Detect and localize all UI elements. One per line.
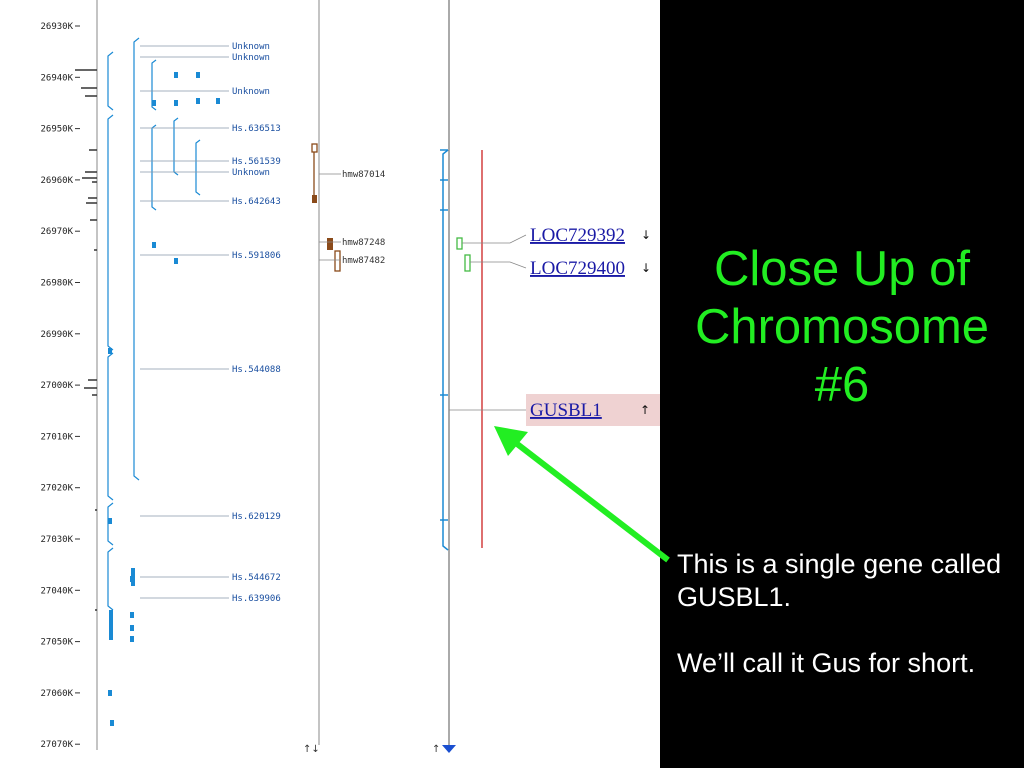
cluster-block bbox=[216, 98, 220, 104]
axis-tick-label: 26980K bbox=[40, 279, 73, 289]
cluster-bracket bbox=[107, 114, 114, 351]
gene-highlight-box bbox=[526, 394, 660, 426]
gene-box bbox=[456, 237, 463, 250]
marker-label: hmw87248 bbox=[342, 238, 385, 248]
cluster-block bbox=[131, 568, 135, 586]
marker-block bbox=[334, 250, 341, 272]
cluster-block bbox=[108, 518, 112, 524]
cluster-label: Hs.639906 bbox=[232, 594, 281, 604]
axis-tick-label: 27000K bbox=[40, 381, 73, 391]
axis-tick-label: 27020K bbox=[40, 484, 73, 494]
position-axis: 26930K 26940K 26950K 26960K 26970K 26980K 2699… bbox=[40, 0, 456, 755]
cluster-block bbox=[108, 690, 112, 696]
cluster-block bbox=[130, 625, 134, 631]
highlighted-gene-label: GUSBL1 bbox=[530, 400, 602, 421]
axis-tick-label: 27010K bbox=[40, 432, 73, 442]
title-line-3: #6 bbox=[814, 358, 870, 412]
cluster-bracket bbox=[107, 352, 114, 501]
cluster-block bbox=[174, 258, 178, 264]
body-paragraph-1: This is a single gene called GUSBL1. bbox=[677, 549, 1002, 612]
cluster-block bbox=[109, 610, 113, 640]
marker-block bbox=[327, 238, 333, 250]
cluster-bracket bbox=[107, 547, 114, 611]
down-triangle-icon bbox=[442, 745, 456, 753]
cluster-label: Unknown bbox=[232, 168, 270, 178]
cluster-bracket bbox=[107, 51, 114, 111]
cluster-bracket bbox=[133, 37, 140, 481]
marker-label: hmw87014 bbox=[342, 170, 385, 180]
cluster-block bbox=[174, 100, 178, 106]
marker-box bbox=[312, 195, 317, 203]
cluster-bracket-small bbox=[195, 139, 201, 196]
axis-tick-label: 26970K bbox=[40, 227, 73, 237]
cluster-bracket-small bbox=[151, 59, 157, 111]
axis-tick-label: 27040K bbox=[40, 586, 73, 596]
chromosome-map: 26930K 26940K 26950K 26960K 26970K 26980K 2699… bbox=[40, 0, 660, 755]
marker-track: hmw87014 hmw87248 hmw87482 bbox=[311, 143, 385, 272]
title-line-2: Chromosome bbox=[694, 300, 990, 354]
marker-box bbox=[311, 143, 318, 153]
gene-track: LOC729392 ↓ LOC729400 ↓ GUSBL1 ↑ bbox=[440, 149, 660, 551]
gene-box bbox=[464, 254, 471, 272]
cluster-label: Hs.591806 bbox=[232, 251, 281, 261]
title-line-1: Close Up of bbox=[713, 242, 970, 296]
strand-arrow: ↓ bbox=[641, 261, 651, 275]
cluster-block bbox=[196, 98, 200, 104]
axis-tick-label: 27060K bbox=[40, 689, 73, 699]
cluster-block bbox=[152, 242, 156, 248]
cluster-block bbox=[130, 636, 134, 642]
cluster-block bbox=[130, 612, 134, 618]
cluster-block bbox=[196, 72, 200, 78]
slide-body-text: This is a single gene called GUSBL1. We’… bbox=[677, 548, 1007, 713]
cluster-label: Hs.544672 bbox=[232, 573, 281, 583]
cluster-label: Unknown bbox=[232, 42, 270, 52]
axis-tick-label: 27030K bbox=[40, 535, 73, 545]
cluster-block bbox=[174, 72, 178, 78]
strand-arrow: ↓ bbox=[641, 228, 651, 242]
cluster-label: Hs.561539 bbox=[232, 157, 281, 167]
cluster-label: Hs.642643 bbox=[232, 197, 281, 207]
gene-label: LOC729400 bbox=[530, 258, 625, 279]
slide-title: Close Up of Chromosome #6 bbox=[664, 240, 1020, 414]
cluster-bracket-small bbox=[173, 117, 179, 176]
cluster-track: UnknownUnknownUnknownHs.636513Hs.561539U… bbox=[107, 37, 281, 726]
cluster-block bbox=[110, 720, 114, 726]
cluster-label: Hs.636513 bbox=[232, 124, 281, 134]
axis-tick-label: 27050K bbox=[40, 638, 73, 648]
gene-label: LOC729392 bbox=[530, 225, 625, 246]
axis-tick-label: 26960K bbox=[40, 176, 73, 186]
gene-leader-line bbox=[462, 234, 527, 244]
axis-tick-label: 26990K bbox=[40, 330, 73, 340]
body-paragraph-2: We’ll call it Gus for short. bbox=[677, 648, 976, 678]
axis-tick-label: 26940K bbox=[40, 73, 73, 83]
footer-arrow: ↑ bbox=[432, 744, 440, 755]
axis-tick-label: 26950K bbox=[40, 125, 73, 135]
gene-leader-line bbox=[470, 261, 527, 269]
footer-arrow: ↑↓ bbox=[303, 744, 320, 755]
cluster-label: Unknown bbox=[232, 53, 270, 63]
axis-tick-label: 27070K bbox=[40, 740, 73, 750]
cluster-label: Unknown bbox=[232, 87, 270, 97]
cluster-label: Hs.620129 bbox=[232, 512, 281, 522]
cluster-block bbox=[152, 100, 156, 106]
cluster-label: Hs.544088 bbox=[232, 365, 281, 375]
strand-arrow: ↑ bbox=[640, 403, 650, 417]
gene-bracket bbox=[442, 149, 449, 551]
cluster-block bbox=[108, 348, 112, 354]
marker-label: hmw87482 bbox=[342, 256, 385, 266]
chromosome-map-panel: 26930K 26940K 26950K 26960K 26970K 26980K 2699… bbox=[0, 0, 660, 768]
cluster-bracket-small bbox=[151, 124, 157, 211]
axis-tick-label: 26930K bbox=[40, 22, 73, 32]
